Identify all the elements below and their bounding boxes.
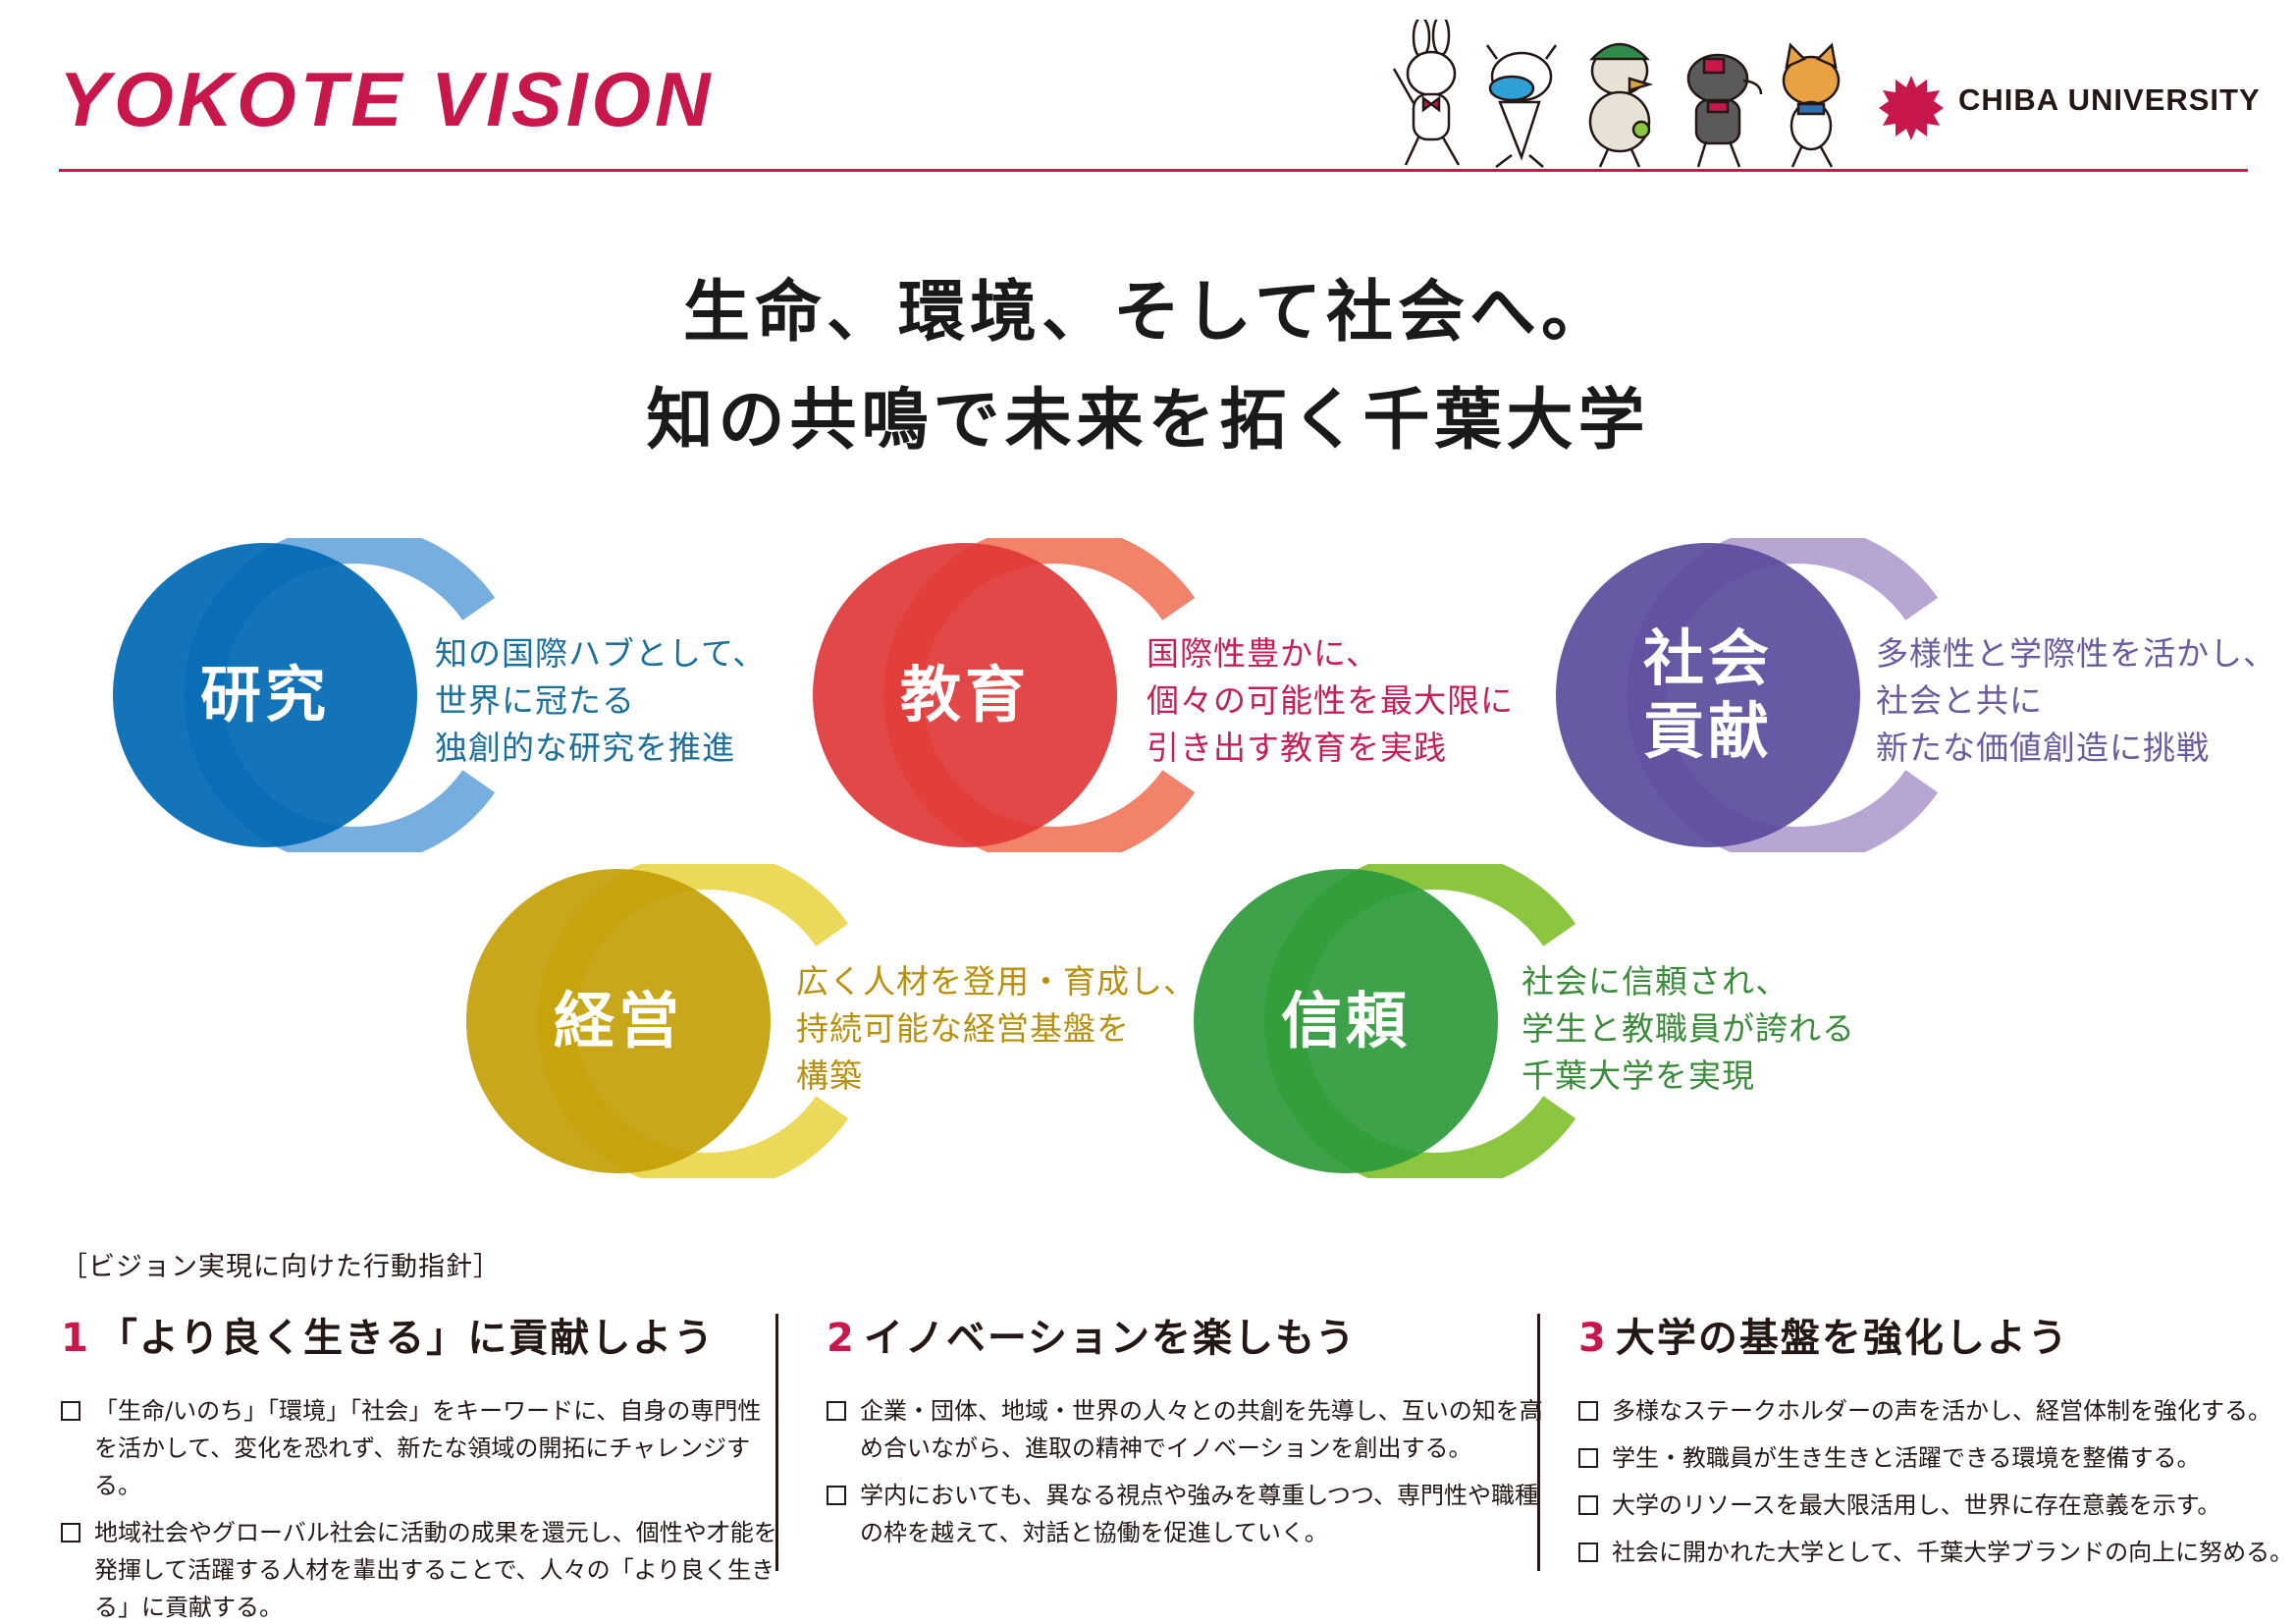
pillar-label: 社会貢献: [1556, 538, 1860, 852]
pillar-circles-graphic: [813, 538, 1196, 852]
principle-list: 「生命/いのち」「環境」「社会」をキーワードに、自身の専門性を活かして、変化を恐…: [61, 1392, 777, 1624]
headline-line-1: 生命、環境、そして社会へ。: [683, 274, 1613, 352]
pillar-description: 国際性豊かに、個々の可能性を最大限に引き出す教育を実践: [1147, 630, 1514, 772]
checkbox-icon: [1578, 1495, 1598, 1515]
pillar-description-line: 学生と教職員が誇れる: [1522, 1009, 1855, 1048]
principle-item-text: 学内においても、異なる視点や強みを尊重しつつ、専門性や職種の枠を越えて、対話と協…: [860, 1482, 1538, 1546]
cow-mascot-icon: [1485, 44, 1558, 168]
principles-heading: ［ビジョン実現に向けた行動指針］: [61, 1252, 501, 1282]
pillar-label-line: 社会: [1642, 623, 1773, 694]
pillar-description-line: 個々の可能性を最大限に: [1147, 681, 1514, 720]
principle-title-text: イノベーションを楽しもう: [863, 1316, 1357, 1361]
pillar-description-line: 世界に冠たる: [435, 681, 635, 720]
duck-mascot-icon: [1588, 42, 1654, 168]
checkbox-icon: [1578, 1401, 1598, 1421]
mascot-characters-illustration: [1392, 20, 1841, 168]
pillar-description: 広く人材を登用・育成し、持続可能な経営基盤を構築: [796, 958, 1197, 1100]
principle-item-text: 大学のリソースを最大限活用し、世界に存在意義を示す。: [1612, 1491, 2221, 1519]
pillar-description-line: 持続可能な経営基盤を: [796, 1009, 1130, 1048]
checkbox-icon: [827, 1486, 846, 1505]
pillar-description-line: 社会に信頼され、: [1522, 962, 1789, 1001]
column-divider: [1537, 1314, 1540, 1571]
principle-item: 大学のリソースを最大限活用し、世界に存在意義を示す。: [1578, 1487, 2295, 1524]
pillar-description-line: 多様性と学際性を活かし、: [1876, 634, 2276, 673]
pillar-description-line: 独創的な研究を推進: [435, 729, 735, 767]
pillar-description-line: 新たな価値創造に挑戦: [1876, 729, 2210, 767]
principle-number: 1: [61, 1316, 90, 1361]
pillar-label-line: 教育: [899, 659, 1030, 731]
pillar-research: 研究 知の国際ハブとして、世界に冠たる独創的な研究を推進: [113, 538, 820, 852]
tapir-mascot-icon: [1686, 53, 1763, 168]
principle-item: 「生命/いのち」「環境」「社会」をキーワードに、自身の専門性を活かして、変化を恐…: [61, 1392, 777, 1504]
checkbox-icon: [1578, 1448, 1598, 1468]
principle-item: 社会に開かれた大学として、千葉大学ブランドの向上に努める。: [1578, 1534, 2295, 1571]
checkbox-icon: [827, 1401, 846, 1421]
pillar-label: 信頼: [1194, 864, 1498, 1178]
pillar-management: 経営 広く人材を登用・育成し、持続可能な経営基盤を構築: [466, 864, 1196, 1178]
principle-item-text: 社会に開かれた大学として、千葉大学ブランドの向上に努める。: [1612, 1539, 2294, 1566]
principle-item-text: 地域社会やグローバル社会に活動の成果を還元し、個性や才能を発揮して活躍する人材を…: [94, 1519, 777, 1621]
pillar-description-line: 知の国際ハブとして、: [435, 634, 767, 673]
principle-item-text: 「生命/いのち」「環境」「社会」をキーワードに、自身の専門性を活かして、変化を恐…: [94, 1397, 762, 1499]
checkbox-icon: [61, 1523, 80, 1543]
principle-item: 学生・教職員が生き生きと活躍できる環境を整備する。: [1578, 1439, 2295, 1477]
checkbox-icon: [61, 1401, 80, 1421]
pillar-education: 教育 国際性豊かに、個々の可能性を最大限に引き出す教育を実践: [813, 538, 1520, 852]
column-divider: [775, 1314, 778, 1571]
pillar-description-line: 千葉大学を実現: [1522, 1056, 1755, 1095]
pillar-label: 研究: [113, 538, 417, 852]
cat-mascot-icon: [1782, 42, 1841, 168]
principle-item-text: 企業・団体、地域・世界の人々との共創を先導し、互いの知を高め合いながら、進取の精…: [860, 1397, 1543, 1462]
principle-item: 学内においても、異なる視点や強みを尊重しつつ、専門性や職種の枠を越えて、対話と協…: [827, 1477, 1543, 1551]
pillar-label-line: 貢献: [1642, 695, 1773, 767]
pillar-description-line: 引き出す教育を実践: [1147, 729, 1447, 767]
pillar-label: 経営: [466, 864, 771, 1178]
pillar-circles-graphic: [1194, 864, 1576, 1178]
pillar-description: 知の国際ハブとして、世界に冠たる独創的な研究を推進: [435, 630, 766, 772]
principle-column-1: 1「より良く生きる」に貢献しよう 「生命/いのち」「環境」「社会」をキーワードに…: [61, 1306, 777, 1624]
headline-line-2: 知の共鳴で未来を拓く千葉大学: [646, 382, 1650, 460]
pillar-description: 多様性と学際性を活かし、社会と共に新たな価値創造に挑戦: [1876, 630, 2276, 772]
header-divider: [59, 169, 2248, 172]
pillar-description-line: 広く人材を登用・育成し、: [796, 962, 1197, 1001]
university-name: CHIBA UNIVERSITY: [1958, 82, 2261, 117]
chiba-university-logo-icon: [1879, 76, 1944, 140]
principle-item-text: 多様なステークホルダーの声を活かし、経営体制を強化する。: [1612, 1397, 2271, 1425]
pillar-description: 社会に信頼され、学生と教職員が誇れる千葉大学を実現: [1522, 958, 1855, 1100]
pillar-label-line: 研究: [199, 659, 330, 731]
pillar-trust: 信頼 社会に信頼され、学生と教職員が誇れる千葉大学を実現: [1194, 864, 1900, 1178]
pillar-circles-graphic: [466, 864, 849, 1178]
pillar-social-contribution: 社会貢献 多様性と学際性を活かし、社会と共に新たな価値創造に挑戦: [1556, 538, 2275, 852]
checkbox-icon: [1578, 1543, 1598, 1562]
pillar-description-line: 国際性豊かに、: [1147, 634, 1380, 673]
principle-number: 3: [1578, 1316, 1608, 1361]
pillar-label-line: 経営: [553, 985, 683, 1056]
page-title: YOKOTE VISION: [59, 56, 715, 142]
principle-item-text: 学生・教職員が生き生きと活躍できる環境を整備する。: [1612, 1444, 2201, 1472]
principle-title-text: 「より良く生きる」に貢献しよう: [97, 1316, 716, 1361]
rabbit-mascot-icon: [1392, 20, 1461, 166]
principle-list: 多様なステークホルダーの声を活かし、経営体制を強化する。学生・教職員が生き生きと…: [1578, 1392, 2295, 1571]
pillar-description-line: 構築: [796, 1056, 863, 1095]
pillar-description-line: 社会と共に: [1876, 681, 2043, 720]
principle-number: 2: [827, 1316, 856, 1361]
pillar-circles-graphic: [1556, 538, 1939, 852]
principle-item: 多様なステークホルダーの声を活かし、経営体制を強化する。: [1578, 1392, 2295, 1430]
principle-item: 企業・団体、地域・世界の人々との共創を先導し、互いの知を高め合いながら、進取の精…: [827, 1392, 1543, 1467]
principle-title: 1「より良く生きる」に貢献しよう: [61, 1306, 777, 1363]
pillar-label-line: 信頼: [1280, 985, 1411, 1056]
principle-title-text: 大学の基盤を強化しよう: [1615, 1316, 2069, 1361]
principle-item: 地域社会やグローバル社会に活動の成果を還元し、個性や才能を発揮して活躍する人材を…: [61, 1514, 777, 1624]
principle-list: 企業・団体、地域・世界の人々との共創を先導し、互いの知を高め合いながら、進取の精…: [827, 1392, 1543, 1551]
pillar-label: 教育: [813, 538, 1117, 852]
pillar-circles-graphic: [113, 538, 496, 852]
